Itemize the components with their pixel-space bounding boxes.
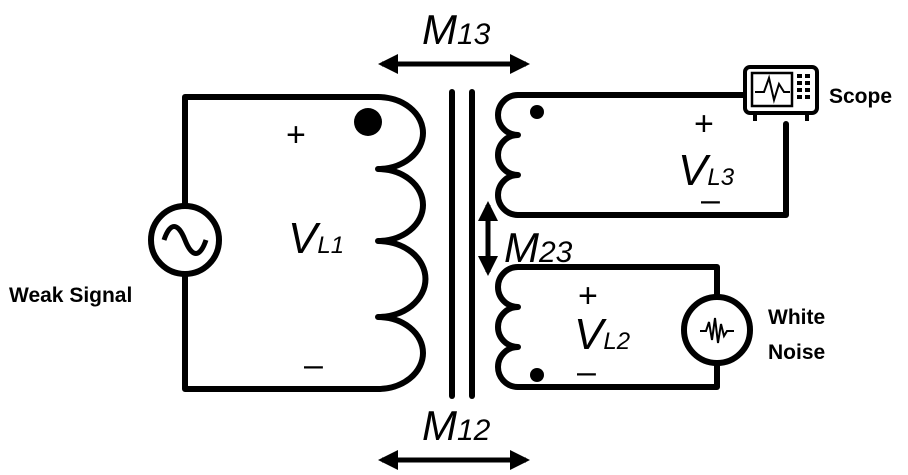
l2-wire [515, 264, 720, 390]
weak-signal-label: Weak Signal [9, 284, 132, 307]
scope-label: Scope [829, 85, 892, 108]
l3-polarity-dot [530, 105, 544, 119]
l3-wire-bottom [515, 121, 789, 218]
vl2-plus: + [578, 277, 598, 315]
white-noise-label-line2: Noise [768, 341, 825, 364]
white-noise-label-line1: White [768, 306, 825, 329]
l2-circuit [495, 264, 720, 390]
vl1-label: VL1 [288, 214, 344, 263]
m23-label: M23 [504, 224, 573, 271]
l3-circuit [495, 92, 789, 218]
noise-source-icon [681, 294, 753, 366]
l3-coil [495, 92, 521, 218]
oscilloscope-icon [743, 65, 819, 121]
primary-polarity-dot [354, 108, 382, 136]
vl3-plus: + [694, 105, 714, 143]
m13-label: M13 [422, 6, 491, 53]
vl1-plus: + [286, 116, 306, 154]
ac-source-icon [148, 203, 222, 277]
vl3-minus: – [701, 181, 720, 219]
primary-coil [375, 94, 429, 392]
primary-wire-bottom [182, 271, 381, 392]
vl1-minus: – [304, 346, 323, 384]
coupling-arrows [378, 54, 530, 470]
primary-circuit [182, 94, 429, 392]
l2-coil [495, 264, 521, 390]
transformer-core [449, 89, 475, 399]
m12-label: M12 [422, 402, 491, 449]
vl2-minus: – [577, 353, 596, 391]
l2-polarity-dot [530, 368, 544, 382]
vl3-label: VL3 [678, 146, 735, 195]
primary-wire [182, 94, 381, 209]
vl2-label: VL2 [574, 310, 630, 359]
